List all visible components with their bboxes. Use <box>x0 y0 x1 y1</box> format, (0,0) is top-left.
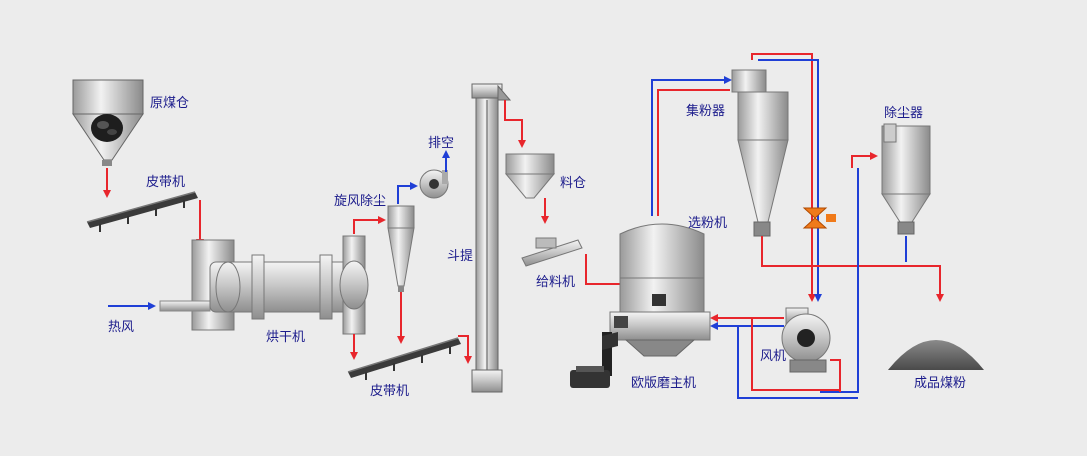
label-product: 成品煤粉 <box>914 376 967 391</box>
label-bucket-elevator: 斗提 <box>447 249 474 264</box>
label-raw-coal-bin: 原煤仓 <box>150 96 190 111</box>
flow-to-dust-collector <box>851 152 878 168</box>
label-dust-collector: 除尘器 <box>884 106 924 121</box>
bucket-elevator <box>471 83 512 393</box>
label-classifier: 选粉机 <box>688 216 728 231</box>
valve <box>802 207 836 229</box>
label-dryer: 烘干机 <box>266 330 306 345</box>
flow-loop-red <box>751 318 840 391</box>
flow-belt2-to-elevator <box>458 335 472 364</box>
label-cyclone-dust: 旋风除尘 <box>334 194 387 209</box>
flow-collector-to-fan <box>758 59 822 302</box>
flow-dryer-to-cyclone <box>353 216 386 234</box>
feeder <box>521 237 583 267</box>
label-belt-conveyor-2: 皮带机 <box>370 384 410 399</box>
dryer <box>159 235 369 335</box>
flow-elevator-to-bin <box>504 100 526 148</box>
cyclone-dust-collector <box>387 205 415 292</box>
label-hot-air: 热风 <box>108 320 135 335</box>
flow-collector-return-red <box>751 53 816 302</box>
flow-loop-blue <box>737 326 858 399</box>
dust-collector <box>881 123 931 235</box>
flow-collector-to-product <box>761 236 944 302</box>
label-fan: 风机 <box>760 349 787 364</box>
material-bin <box>504 153 556 199</box>
main-fan <box>781 307 831 373</box>
label-feeder: 给料机 <box>536 275 576 290</box>
label-exhaust: 排空 <box>428 136 455 151</box>
flow-cyclone-to-exhaust-fan <box>397 182 418 204</box>
raw-coal-bin <box>72 79 144 166</box>
powder-collector <box>731 69 789 237</box>
flow-mill-to-collector <box>657 89 730 216</box>
exhaust-fan <box>419 169 449 199</box>
label-belt-conveyor-1: 皮带机 <box>146 175 186 190</box>
flow-feeder-to-mill <box>585 254 628 288</box>
label-material-bin: 料仓 <box>560 176 587 191</box>
flow-fan-out-red <box>830 359 841 392</box>
product-pile <box>888 340 984 370</box>
label-main-mill: 欧版磨主机 <box>631 376 697 391</box>
belt-conveyor-2 <box>347 337 461 380</box>
belt-conveyor-1 <box>86 191 198 232</box>
label-powder-collector: 集粉器 <box>686 104 726 119</box>
flow-fan-to-dust-collector <box>820 168 859 393</box>
main-mill <box>570 223 711 388</box>
flow-mill-to-collector-air <box>651 76 732 216</box>
